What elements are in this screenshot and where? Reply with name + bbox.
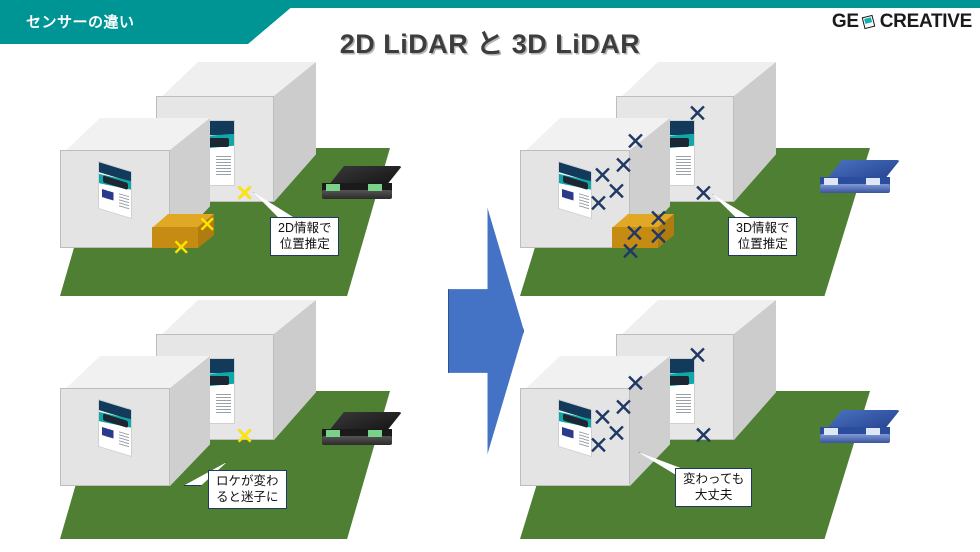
callout-line-2: ると迷子に [216, 489, 279, 504]
scan-marker: ✕ [648, 205, 669, 233]
scan-marker: ✕ [592, 162, 613, 190]
scan-marker: ✕ [588, 190, 609, 218]
header-section-label: センサーの違い [26, 14, 135, 31]
callout-bubble: ロケが変わ ると迷子に [208, 470, 287, 510]
scan-marker: ✕ [613, 394, 634, 422]
scan-marker: ✕ [235, 180, 255, 206]
scan-marker: ✕ [687, 342, 708, 370]
callout-line-1: 3D情報で [736, 221, 790, 235]
callout-bubble: 2D情報で 位置推定 [270, 217, 340, 257]
gold-pallet-box [612, 214, 674, 248]
callout-line-1: ロケが変わ [216, 474, 279, 488]
scan-marker: ✕ [693, 180, 714, 208]
scan-marker: ✕ [687, 100, 708, 128]
scan-marker: ✕ [606, 178, 627, 206]
callout-bubble: 変わっても 大丈夫 [675, 468, 753, 508]
scan-marker: ✕ [606, 420, 627, 448]
scan-marker: ✕ [592, 404, 613, 432]
slide-header: センサーの違い 2D LiDAR と 3D LiDAR GE CREATIVE [0, 0, 980, 59]
callout-line-2: 大丈夫 [694, 487, 733, 502]
tilted-card-icon [861, 14, 877, 30]
scan-marker: ✕ [235, 423, 255, 449]
agv-robot-blue [820, 410, 904, 450]
shelf-poster-front [558, 160, 592, 220]
scan-marker: ✕ [588, 432, 609, 460]
callout-bubble: 3D情報で 位置推定 [728, 217, 798, 257]
logo-text-creative: CREATIVE [879, 11, 973, 32]
page-title: 2D LiDAR と 3D LiDAR [339, 29, 641, 59]
callout-line-2: 位置推定 [279, 236, 330, 251]
panel-top-right: ✕ ✕ ✕ ✕ ✕ ✕ ✕ ✕ ✕ ✕ ✕ 3D情報で 位置推定 [520, 62, 950, 302]
header-top-rule [0, 0, 980, 8]
callout-line-1: 変わっても [683, 472, 745, 486]
scan-marker: ✕ [693, 422, 714, 450]
scan-marker: ✕ [624, 220, 645, 248]
scan-marker: ✕ [172, 235, 191, 260]
scan-marker: ✕ [648, 223, 669, 251]
shelf-poster-front [98, 160, 132, 220]
scan-marker: ✕ [613, 152, 634, 180]
header-section-tag [0, 0, 300, 44]
scan-marker: ✕ [625, 128, 646, 156]
scan-marker: ✕ [198, 212, 217, 237]
agv-robot-blue [820, 160, 904, 200]
callout-line-1: 2D情報で [278, 221, 332, 235]
panel-bottom-left: ✕ ロケが変わ ると迷子に [60, 300, 460, 545]
gold-pallet-box [152, 214, 214, 248]
agv-robot-black [322, 412, 406, 452]
scan-marker: ✕ [620, 238, 641, 266]
panel-bottom-right: ✕ ✕ ✕ ✕ ✕ ✕ ✕ 変わっても 大丈夫 [520, 300, 950, 545]
shelf-poster-front [98, 398, 132, 458]
callout-line-2: 位置推定 [737, 236, 788, 251]
logo-text-ge: GE [831, 11, 859, 32]
panel-top-left: ✕ ✕ ✕ 2D情報で 位置推定 [60, 62, 460, 302]
shelf-poster-front [558, 398, 592, 458]
agv-robot-black [322, 166, 406, 206]
shelf-front [60, 356, 210, 486]
scan-marker: ✕ [625, 370, 646, 398]
brand-logo: GE CREATIVE [832, 11, 972, 33]
